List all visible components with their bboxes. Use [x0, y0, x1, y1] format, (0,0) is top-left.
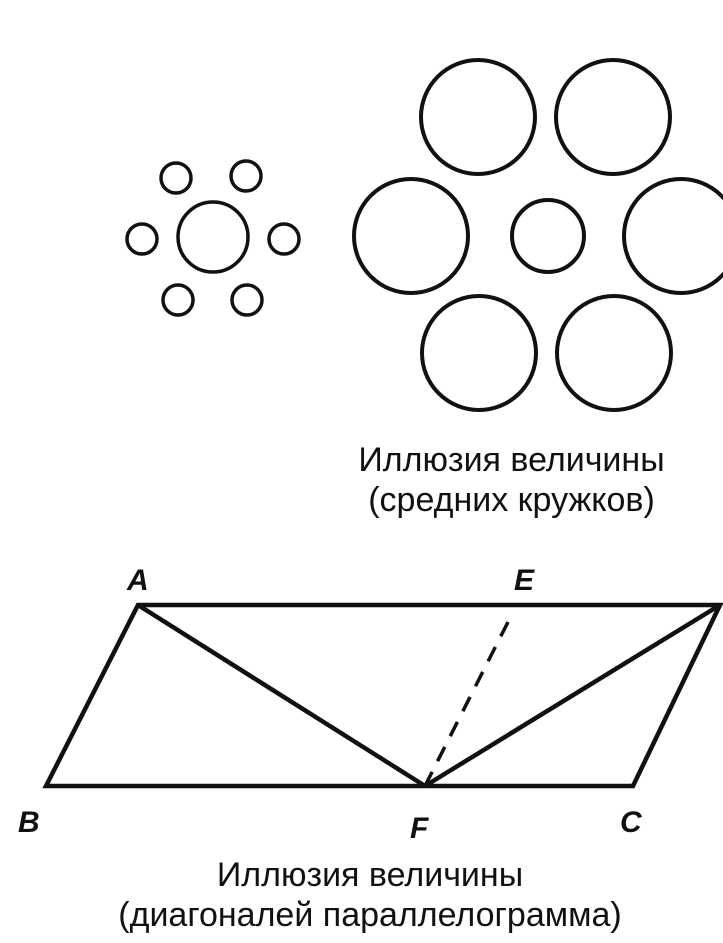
- small-surround-group: [125, 159, 301, 317]
- caption-line: Иллюзия величины: [358, 441, 665, 479]
- large-circle: [622, 177, 723, 295]
- vertex-label-c: C: [620, 806, 643, 839]
- diagonal-af: [136, 603, 427, 788]
- dashed-line-ef: [423, 621, 510, 787]
- vertex-label-a: A: [126, 564, 149, 597]
- parallelogram-outline: [42, 602, 723, 789]
- large-surround-group: [352, 58, 723, 412]
- large-circle: [420, 294, 538, 412]
- parallelogram-group: [42, 602, 723, 789]
- parallelogram-illusion-caption: Иллюзия величины (диагоналей параллелогр…: [40, 855, 700, 935]
- small-circle: [230, 283, 264, 317]
- vertex-label-e: E: [514, 564, 535, 597]
- small-circle: [229, 159, 263, 193]
- vertex-label-b: B: [18, 806, 40, 839]
- diagonal-f-right: [423, 603, 722, 788]
- large-circle: [554, 58, 672, 176]
- vertex-label-f: F: [410, 812, 429, 845]
- central-circle-right: [510, 198, 586, 274]
- caption-line: Иллюзия величины: [216, 856, 524, 894]
- caption-line: (диагоналей параллелограмма): [118, 896, 622, 934]
- small-circle: [161, 283, 195, 317]
- small-circle: [159, 161, 193, 195]
- large-circle: [419, 58, 537, 176]
- small-circle: [267, 222, 301, 256]
- small-circle: [125, 222, 159, 256]
- caption-line: (средних кружков): [368, 481, 655, 519]
- central-circle-left: [176, 200, 250, 274]
- circles-illusion-caption: Иллюзия величины (средних кружков): [300, 440, 723, 520]
- large-circle: [555, 294, 673, 412]
- large-circle: [352, 177, 470, 295]
